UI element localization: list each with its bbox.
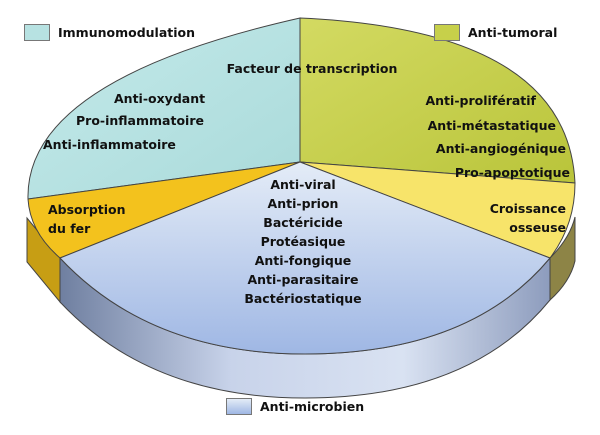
pie-slice-antimicrobien <box>59 161 551 355</box>
label-absorption: Absorption <box>48 202 126 217</box>
label-pro-apoptotique: Pro-apoptotique <box>455 165 570 180</box>
legend-swatch-immunomodulation <box>24 24 50 41</box>
pie-slice-immunomodulation <box>27 17 301 200</box>
label-bactericide: Bactéricide <box>263 215 342 230</box>
label-anti-proliferatif: Anti-prolifératif <box>425 93 536 108</box>
legend-label-immunomodulation: Immunomodulation <box>58 25 196 40</box>
legend-immunomodulation: Immunomodulation <box>24 24 195 41</box>
legend-label-antimicrobien: Anti-microbien <box>260 399 365 414</box>
label-anti-inflammatoire: Anti-inflammatoire <box>43 137 176 152</box>
label-bacteriostatique: Bactériostatique <box>244 291 361 306</box>
label-anti-angiogenique: Anti-angiogénique <box>436 141 566 156</box>
label-croissance: Croissance <box>490 201 566 216</box>
label-pro-inflammatoire: Pro-inflammatoire <box>76 113 204 128</box>
legend-swatch-antitumoral <box>434 24 460 41</box>
label-anti-fongique: Anti-fongique <box>255 253 352 268</box>
label-anti-parasitaire: Anti-parasitaire <box>247 272 358 287</box>
label-facteur-transcription: Facteur de transcription <box>227 61 398 76</box>
pie-slice-absorption <box>27 161 301 259</box>
label-proteasique: Protéasique <box>261 234 346 249</box>
label-anti-viral: Anti-viral <box>270 177 335 192</box>
legend-antitumoral: Anti-tumoral <box>434 24 557 41</box>
label-anti-oxydant: Anti-oxydant <box>114 91 205 106</box>
label-anti-prion: Anti-prion <box>268 196 339 211</box>
pie-slice-croissance <box>299 161 576 259</box>
legend-swatch-antimicrobien <box>226 398 252 415</box>
label-osseuse: osseuse <box>509 220 566 235</box>
label-du-fer: du fer <box>48 221 91 236</box>
legend-label-antitumoral: Anti-tumoral <box>468 25 558 40</box>
pie-slice-antitumoral <box>299 17 576 184</box>
label-anti-metastatique: Anti-métastatique <box>428 118 556 133</box>
legend-antimicrobien: Anti-microbien <box>226 398 364 415</box>
pie-side-croissance <box>549 216 576 302</box>
